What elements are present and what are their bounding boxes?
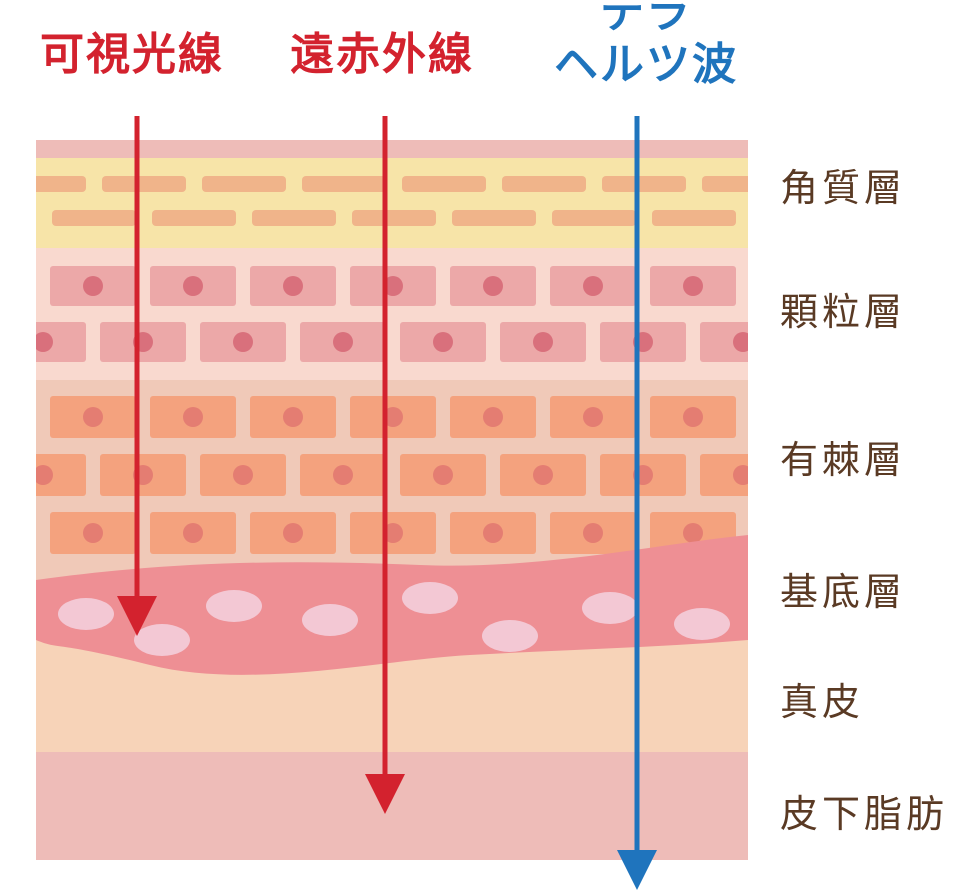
cell-nucleus (383, 523, 403, 543)
cell-nucleus (283, 523, 303, 543)
spinous-cell (750, 396, 836, 438)
cell-nucleus (733, 332, 748, 352)
cell-nucleus (183, 523, 203, 543)
spinous-cells (36, 396, 836, 554)
cell-nucleus (36, 332, 53, 352)
corneum-cell (452, 210, 536, 226)
cell-nucleus (383, 276, 403, 296)
visible-ray-arrowhead (117, 596, 157, 636)
cell-nucleus (733, 465, 748, 485)
cell-nucleus (83, 276, 103, 296)
cell-nucleus (283, 276, 303, 296)
label-stratum-corneum: 角質層 (780, 166, 907, 210)
cell-nucleus (433, 332, 453, 352)
label-spinous: 有棘層 (780, 438, 907, 482)
cell-nucleus (183, 276, 203, 296)
cell-nucleus (233, 332, 253, 352)
spinous-cell (750, 512, 836, 554)
far-infrared-label: 遠赤外線 (290, 29, 474, 80)
subcutaneous-fat-layer (36, 752, 748, 860)
corneum-cell (352, 210, 436, 226)
cell-nucleus (36, 465, 53, 485)
corneum-cell (302, 176, 386, 192)
basal-cell (582, 592, 638, 624)
basal-cell (674, 608, 730, 640)
corneum-cell (52, 210, 136, 226)
cell-nucleus (333, 332, 353, 352)
cell-nucleus (483, 407, 503, 427)
cell-nucleus (583, 523, 603, 543)
corneum-cell (552, 210, 636, 226)
ray-arrows (117, 116, 657, 890)
cell-nucleus (283, 407, 303, 427)
cell-nucleus (83, 523, 103, 543)
granular-cell (36, 322, 86, 362)
basal-layer (36, 535, 748, 675)
label-basal: 基底層 (780, 570, 907, 614)
corneum-cell (36, 176, 86, 192)
basal-cell (482, 620, 538, 652)
terahertz-ray-arrowhead (617, 850, 657, 890)
cell-nucleus (533, 332, 553, 352)
cell-nucleus (583, 276, 603, 296)
basal-cell (58, 598, 114, 630)
cell-nucleus (333, 465, 353, 485)
basal-cell (302, 604, 358, 636)
corneum-cell (502, 176, 586, 192)
infrared-ray-arrowhead (365, 774, 405, 814)
corneum-cell (402, 176, 486, 192)
cell-nucleus (383, 407, 403, 427)
cell-nucleus (583, 407, 603, 427)
cell-nucleus (233, 465, 253, 485)
basal-cell (402, 582, 458, 614)
terahertz-label-line2: ヘルツ波 (554, 39, 738, 90)
cell-nucleus (683, 276, 703, 296)
cell-nucleus (83, 407, 103, 427)
visible-light-label: 可視光線 (40, 29, 224, 80)
cell-nucleus (483, 276, 503, 296)
cell-nucleus (433, 465, 453, 485)
cell-nucleus (183, 407, 203, 427)
corneum-cell (252, 210, 336, 226)
cell-nucleus (783, 407, 803, 427)
corneum-cell (152, 210, 236, 226)
stratum-corneum-cells (0, 176, 836, 226)
cell-nucleus (683, 523, 703, 543)
corneum-cell (0, 210, 36, 226)
corneum-cell (702, 176, 748, 192)
spinous-cell (700, 454, 748, 496)
label-subcutaneous-fat: 皮下脂肪 (780, 792, 949, 836)
basal-cell (206, 590, 262, 622)
corneum-cell (752, 210, 836, 226)
cell-nucleus (683, 407, 703, 427)
cell-nucleus (533, 465, 553, 485)
corneum-cell (652, 210, 736, 226)
terahertz-label: テラ ヘルツ波 (546, 0, 746, 88)
granular-cell (700, 322, 748, 362)
basal-cell (134, 624, 190, 656)
basal-cells (58, 582, 730, 656)
cell-nucleus (483, 523, 503, 543)
label-dermis: 真皮 (780, 680, 865, 724)
granular-cells (36, 266, 748, 362)
terahertz-label-line1: テラ (600, 0, 692, 38)
spinous-cell (36, 454, 86, 496)
skin-surface-band (36, 140, 748, 158)
label-granular: 顆粒層 (780, 290, 907, 334)
cell-nucleus (783, 523, 803, 543)
corneum-cell (602, 176, 686, 192)
corneum-cell (102, 176, 186, 192)
corneum-cell (202, 176, 286, 192)
